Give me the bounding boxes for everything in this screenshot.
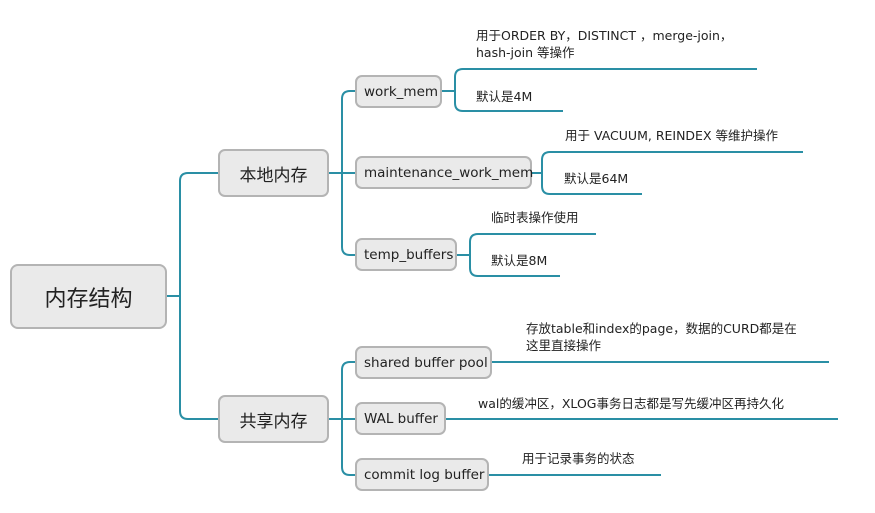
note-commit-log: 用于记录事务的状态: [522, 451, 635, 466]
node-shared-buffer-pool[interactable]: shared buffer pool: [355, 346, 492, 379]
note-temp-default: 默认是8M: [491, 253, 548, 268]
root-label: 内存结构: [44, 286, 133, 312]
edge-shared-pool: [328, 361, 355, 420]
branch-shared-memory[interactable]: 共享内存: [218, 395, 329, 443]
edge-root-shared: [179, 296, 218, 420]
note-wal-buffer: wal的缓冲区，XLOG事务日志都是写先缓冲区再持久化: [478, 396, 784, 411]
node-work-mem[interactable]: work_mem: [355, 75, 442, 108]
edge-local-temp: [341, 173, 355, 256]
note-maint-usage: 用于 VACUUM, REINDEX 等维护操作: [565, 128, 778, 143]
edge-root-local: [166, 172, 218, 297]
node-commit-log-buffer[interactable]: commit log buffer: [355, 458, 489, 491]
edge-temp-notes: [457, 233, 596, 277]
edge-local-workmem: [328, 90, 355, 174]
node-label: temp_buffers: [364, 246, 454, 263]
root-node[interactable]: 内存结构: [10, 264, 167, 329]
note-shared-pool: 存放table和index的page，数据的CURD都是在 这里直接操作: [526, 321, 797, 353]
branch-label: 共享内存: [239, 411, 308, 432]
note-work-mem-default: 默认是4M: [476, 89, 533, 104]
node-label: maintenance_work_mem: [364, 164, 534, 181]
note-temp-usage: 临时表操作使用: [491, 210, 579, 225]
edge-shared-clog: [341, 419, 355, 476]
branch-label: 本地内存: [239, 165, 308, 186]
node-temp-buffers[interactable]: temp_buffers: [355, 238, 457, 271]
node-label: work_mem: [364, 83, 439, 100]
branch-local-memory[interactable]: 本地内存: [218, 149, 329, 197]
node-label: commit log buffer: [364, 466, 485, 483]
note-work-mem-usage: 用于ORDER BY，DISTINCT ，merge-join， hash-jo…: [476, 28, 733, 60]
node-wal-buffer[interactable]: WAL buffer: [355, 402, 446, 435]
edge-workmem-notes: [442, 68, 757, 112]
edge-maint-notes: [532, 151, 803, 195]
note-maint-default: 默认是64M: [564, 171, 629, 186]
node-maintenance-work-mem[interactable]: maintenance_work_mem: [355, 156, 534, 189]
node-label: shared buffer pool: [364, 354, 488, 371]
node-label: WAL buffer: [364, 410, 438, 427]
